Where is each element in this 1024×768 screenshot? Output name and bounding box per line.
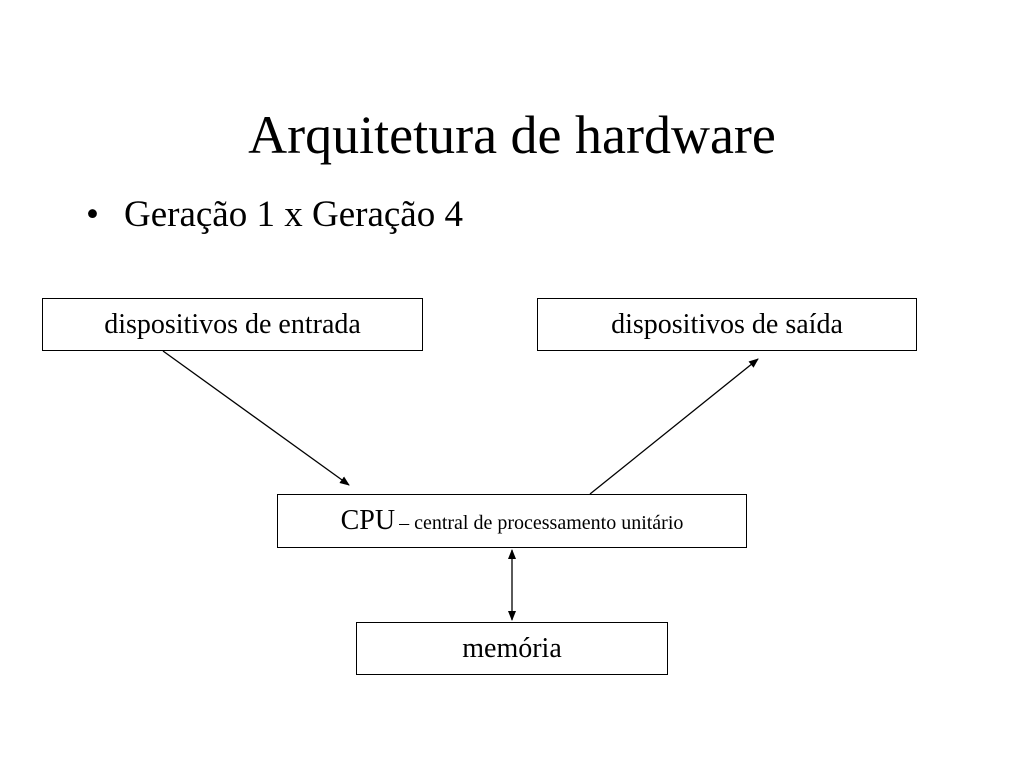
cpu-description: – central de processamento unitário — [399, 512, 684, 534]
slide-title: Arquitetura de hardware — [248, 105, 776, 165]
arrow-cpu-to-output — [589, 358, 759, 495]
cpu-label: CPU — [340, 505, 396, 536]
arrow-input-to-cpu — [162, 350, 350, 486]
cpu-box: CPU – central de processamento unitário — [277, 494, 747, 548]
memory-box: memória — [356, 622, 668, 675]
output-devices-box: dispositivos de saída — [537, 298, 917, 351]
bullet-marker: • — [86, 194, 99, 235]
input-devices-box: dispositivos de entrada — [42, 298, 423, 351]
bullet-text: Geração 1 x Geração 4 — [124, 194, 463, 235]
bullet-item: • Geração 1 x Geração 4 — [86, 192, 463, 238]
